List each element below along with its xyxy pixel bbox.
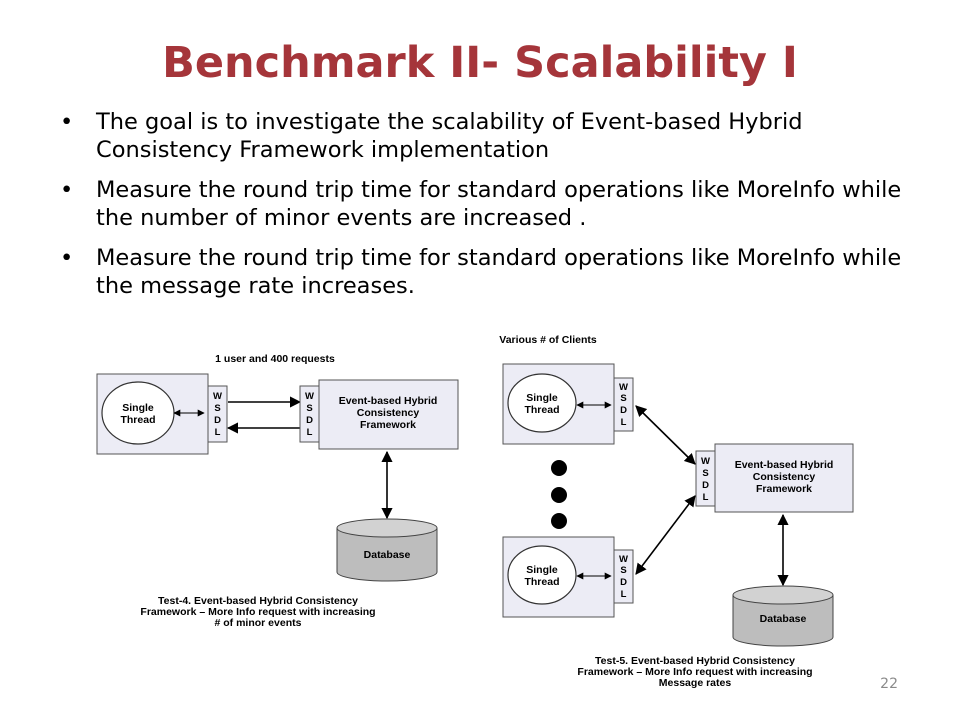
wsdl-letter: D bbox=[214, 415, 221, 426]
wsdl-letter: S bbox=[620, 393, 626, 404]
wsdl-letter: L bbox=[215, 427, 221, 438]
slide-title: Benchmark II- Scalability I bbox=[162, 38, 798, 88]
right-caption: Test-5. Event-based Hybrid Consistency bbox=[595, 655, 795, 667]
wsdl-letter: S bbox=[306, 403, 312, 414]
bullet-item: • Measure the round trip time for standa… bbox=[60, 244, 920, 300]
wsdl-letter: S bbox=[620, 565, 626, 576]
single-thread-label: Thread bbox=[524, 404, 559, 416]
wsdl-letter: L bbox=[621, 417, 627, 428]
wsdl-letter: L bbox=[703, 492, 709, 503]
left-caption: Test-4. Event-based Hybrid Consistency bbox=[158, 595, 358, 607]
right-single-thread-ellipse bbox=[507, 545, 577, 605]
left-caption: Framework – More Info request with incre… bbox=[140, 606, 375, 618]
single-thread-label: Single bbox=[526, 392, 558, 404]
bullet-text: The goal is to investigate the scalabili… bbox=[96, 109, 803, 163]
left-single-thread-label: Thread bbox=[120, 414, 155, 426]
wsdl-letter: D bbox=[620, 577, 627, 588]
wsdl-letter: W bbox=[619, 382, 628, 393]
more-clients-dot bbox=[551, 487, 567, 503]
bullet-item: • The goal is to investigate the scalabi… bbox=[60, 108, 920, 164]
left-caption: # of minor events bbox=[215, 617, 302, 629]
bullet-item: • Measure the round trip time for standa… bbox=[60, 176, 920, 232]
framework-label: Consistency bbox=[357, 407, 420, 419]
bullet-text: Measure the round trip time for standard… bbox=[96, 245, 902, 299]
right-client-wsdl-top bbox=[613, 377, 634, 432]
wsdl-letter: L bbox=[621, 589, 627, 600]
framework-label: Event-based Hybrid bbox=[735, 459, 834, 471]
bullet-icon: • bbox=[60, 245, 74, 271]
right-client-wsdl-bottom bbox=[613, 549, 634, 604]
framework-label: Framework bbox=[360, 419, 416, 431]
wsdl-letter: D bbox=[702, 480, 709, 491]
wsdl-letter: D bbox=[620, 405, 627, 416]
single-thread-label: Thread bbox=[524, 576, 559, 588]
more-clients-dot bbox=[551, 460, 567, 476]
right-caption: Message rates bbox=[659, 677, 732, 689]
left-database-icon bbox=[336, 518, 438, 582]
right-diagram-header: Various # of Clients bbox=[499, 334, 597, 346]
client-bottom-arrow bbox=[635, 495, 696, 575]
bullet-icon: • bbox=[60, 109, 74, 135]
wsdl-letter: W bbox=[213, 391, 222, 402]
wsdl-letter: D bbox=[306, 415, 313, 426]
wsdl-letter: S bbox=[702, 468, 708, 479]
framework-label: Consistency bbox=[753, 471, 816, 483]
left-diagram-header: 1 user and 400 requests bbox=[215, 353, 335, 365]
right-diagram: Various # of Clients Single Thread W S D… bbox=[499, 334, 854, 689]
left-single-thread-label: Single bbox=[122, 402, 154, 414]
wsdl-letter: L bbox=[307, 427, 313, 438]
wsdl-letter: W bbox=[305, 391, 314, 402]
wsdl-letter: W bbox=[701, 456, 710, 467]
wsdl-letter: W bbox=[619, 554, 628, 565]
right-caption: Framework – More Info request with incre… bbox=[577, 666, 812, 678]
framework-label: Framework bbox=[756, 483, 812, 495]
single-thread-label: Single bbox=[526, 564, 558, 576]
left-client-wsdl bbox=[207, 385, 228, 443]
right-framework-box bbox=[714, 443, 854, 513]
bullet-text: Measure the round trip time for standard… bbox=[96, 177, 902, 231]
client-top-arrow bbox=[635, 405, 696, 465]
framework-label: Event-based Hybrid bbox=[339, 395, 438, 407]
bullet-icon: • bbox=[60, 177, 74, 203]
wsdl-letter: S bbox=[214, 403, 220, 414]
left-framework-box bbox=[318, 379, 459, 450]
right-database-label: Database bbox=[760, 613, 807, 625]
slide-number: 22 bbox=[880, 676, 898, 692]
more-clients-dot bbox=[551, 513, 567, 529]
right-single-thread-ellipse bbox=[507, 373, 577, 433]
left-diagram: 1 user and 400 requests Single Thread W … bbox=[96, 353, 459, 629]
left-database-label: Database bbox=[364, 549, 411, 561]
bullet-list: • The goal is to investigate the scalabi… bbox=[60, 108, 920, 312]
right-database-icon bbox=[732, 585, 834, 647]
